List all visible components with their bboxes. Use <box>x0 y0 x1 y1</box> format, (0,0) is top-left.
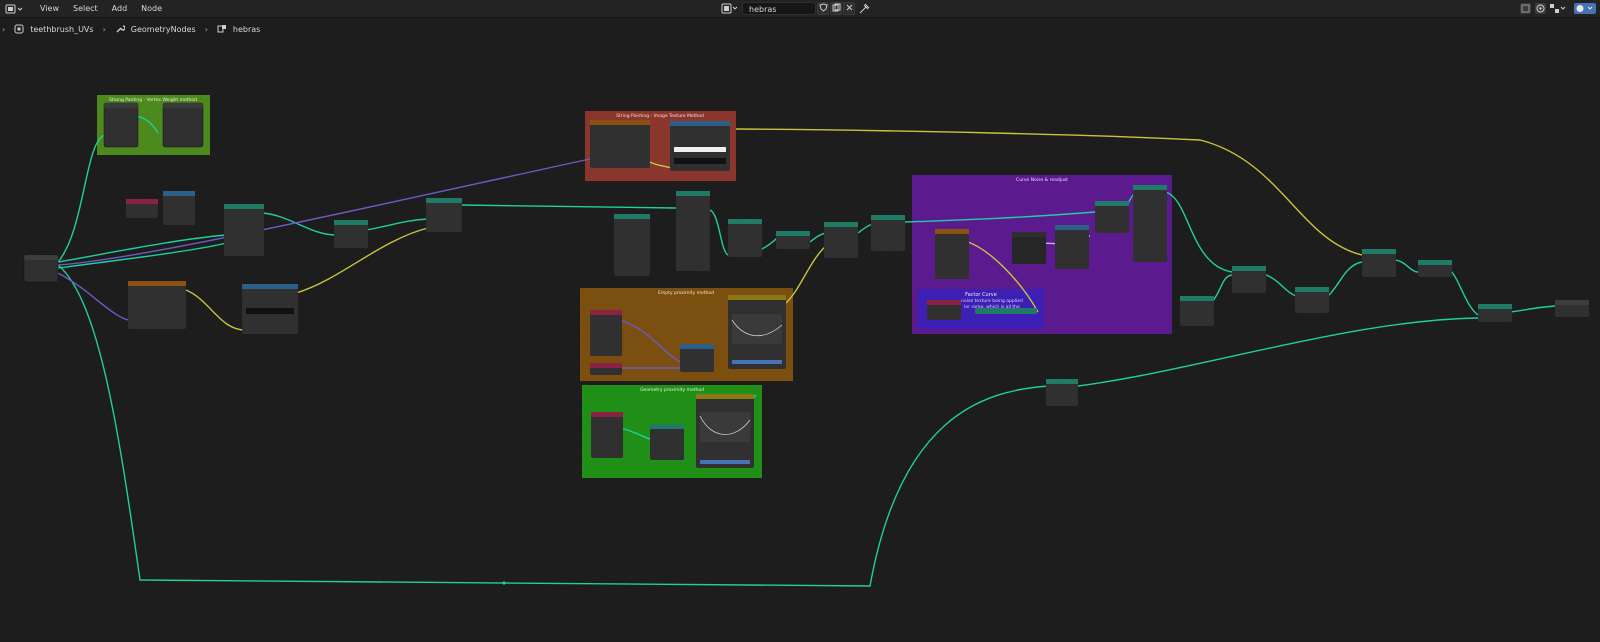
close-icon <box>846 4 852 11</box>
node-editor-icon <box>5 4 23 13</box>
breadcrumb-object-label: teethbrush_UVs <box>30 24 94 34</box>
node-set-position[interactable] <box>676 191 710 271</box>
node-geometry-g[interactable] <box>871 215 905 251</box>
node-join-c[interactable] <box>1295 287 1329 313</box>
frame-label: lor ramp, which is all the <box>964 304 1020 310</box>
shield-icon <box>818 3 828 12</box>
node-join-f[interactable] <box>1478 304 1512 322</box>
frame-title: Geometry proximity method <box>640 387 704 393</box>
node-geometry-b[interactable] <box>334 220 368 248</box>
frame-label: noise texture being applied <box>961 298 1023 304</box>
canvas-grid <box>0 40 1600 642</box>
breadcrumb-modifier-label: GeometryNodes <box>130 24 196 34</box>
node-dark-a[interactable] <box>103 102 139 148</box>
duplicate-tree-button[interactable] <box>830 2 842 15</box>
node-red-small[interactable] <box>126 199 158 218</box>
node-blue-small[interactable] <box>163 191 195 225</box>
node-tree-name-field[interactable]: hebras <box>742 2 816 15</box>
menu-view[interactable]: View <box>40 4 59 13</box>
editor-icon <box>1576 5 1593 12</box>
frame-title: Curve Noise & readjust <box>1016 177 1068 183</box>
frame-title: Empty proximity method <box>658 290 714 296</box>
node-join-d[interactable] <box>1362 249 1396 277</box>
node-realize[interactable] <box>1046 379 1078 406</box>
unlink-tree-button[interactable] <box>843 2 855 15</box>
node-join-b[interactable] <box>1232 266 1266 293</box>
node-join-a[interactable] <box>1180 296 1214 326</box>
node-geometry-c[interactable] <box>426 198 462 232</box>
overlay-toggle-button[interactable] <box>1535 3 1546 14</box>
chevron-right-icon: › <box>204 24 208 34</box>
node-group-input[interactable] <box>23 254 59 283</box>
breadcrumb-tree[interactable]: hebras <box>214 24 263 34</box>
node-color-ramp-frame[interactable] <box>670 121 730 171</box>
pin-icon <box>859 3 870 14</box>
node-geometry-d[interactable] <box>728 219 762 257</box>
node-canvas[interactable]: Strong Panting - Vertex Weight method St… <box>0 40 1600 642</box>
node-factor-red[interactable] <box>927 300 961 320</box>
wrench-icon <box>116 25 125 33</box>
node-object-info-a[interactable] <box>590 310 622 356</box>
node-geometry-f[interactable] <box>824 222 858 258</box>
object-icon <box>14 24 24 34</box>
breadcrumb: › teethbrush_UVs › GeometryNodes › hebra… <box>0 20 263 38</box>
node-geometry-proximity[interactable] <box>650 424 684 460</box>
frame-title: Factor Curve <box>965 292 997 298</box>
header-bar: View Select Add Node hebras <box>0 0 1600 18</box>
menu-node[interactable]: Node <box>141 4 163 13</box>
pin-button[interactable] <box>858 2 871 15</box>
node-math-a[interactable] <box>1012 232 1046 264</box>
node-tree-type-button[interactable] <box>720 2 740 15</box>
menu-select[interactable]: Select <box>72 4 98 13</box>
overlay-icon <box>1536 4 1545 13</box>
node-distance[interactable] <box>680 344 714 372</box>
node-geometry-a[interactable] <box>224 204 264 256</box>
breadcrumb-modifier[interactable]: GeometryNodes <box>112 24 199 34</box>
fake-user-button[interactable] <box>817 2 829 15</box>
node-object-info-b[interactable] <box>591 412 623 458</box>
node-dark-b[interactable] <box>162 102 204 148</box>
node-noise-texture[interactable] <box>935 229 969 279</box>
node-tree-icon <box>217 25 226 33</box>
node-geometry-e[interactable] <box>776 231 810 249</box>
view-icon <box>1521 4 1530 13</box>
node-geometry-i[interactable] <box>1133 185 1167 262</box>
snap-button[interactable] <box>1549 3 1567 14</box>
snap-icon <box>1550 4 1566 13</box>
node-join-e[interactable] <box>1418 260 1452 277</box>
chevron-right-icon: › <box>102 24 106 34</box>
menu-add[interactable]: Add <box>111 4 128 13</box>
frame-title: Strong Panting - Vertex Weight method <box>109 97 197 103</box>
node-group-output[interactable] <box>1555 300 1589 317</box>
view-toggle-button[interactable] <box>1520 3 1531 14</box>
geometry-nodes-icon <box>721 3 738 14</box>
node-image-texture-frame[interactable] <box>590 120 650 168</box>
node-float-curve-b[interactable] <box>696 394 754 468</box>
node-red-b[interactable] <box>590 363 622 375</box>
frame-title: String Painting - Image Texture Method <box>616 113 704 119</box>
breadcrumb-tree-label: hebras <box>232 24 261 34</box>
duplicate-icon <box>832 3 840 12</box>
reroute-point[interactable] <box>502 581 506 585</box>
breadcrumb-object[interactable]: teethbrush_UVs <box>11 24 96 34</box>
editor-type-button[interactable] <box>3 2 25 15</box>
node-float-curve-a[interactable] <box>728 295 786 369</box>
node-vector-math[interactable] <box>614 214 650 276</box>
overlays-dropdown[interactable] <box>1574 3 1596 14</box>
node-color-ramp-left[interactable] <box>242 284 298 334</box>
node-geometry-h[interactable] <box>1095 201 1129 233</box>
sidebar-toggle-icon[interactable]: › <box>2 24 6 34</box>
node-image-texture-left[interactable] <box>128 281 186 329</box>
node-factor-bar[interactable] <box>975 308 1037 314</box>
node-math-b[interactable] <box>1055 225 1089 269</box>
